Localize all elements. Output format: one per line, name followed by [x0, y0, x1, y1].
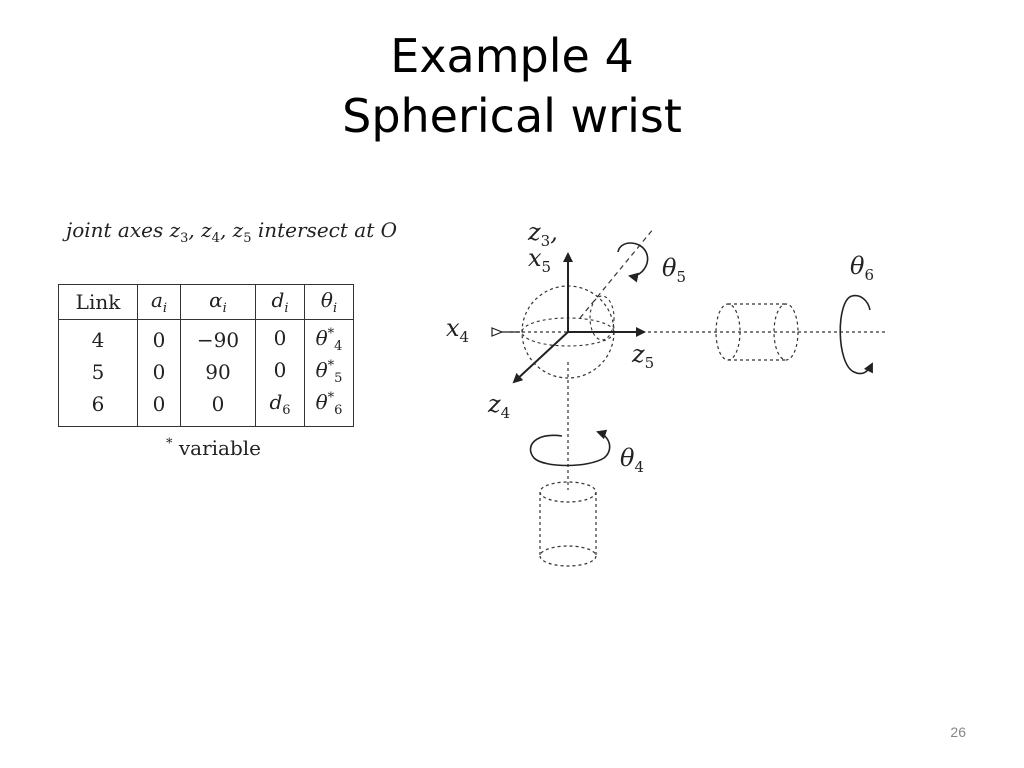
- row-6-alpha: 0: [180, 388, 256, 427]
- caption-suffix: intersect at: [251, 218, 381, 242]
- row-5-theta-sub: 5: [334, 371, 343, 386]
- table-row: 6 0 0 d6 θ*6: [58, 388, 354, 427]
- row-5-alpha: 90: [180, 356, 256, 388]
- caption-z3-base: z: [169, 218, 181, 242]
- table-row: 4 0 −90 0 θ*4: [58, 319, 354, 356]
- footnote-text: variable: [172, 436, 261, 460]
- caption-z3: z3: [169, 218, 189, 246]
- label-z5: z5: [631, 340, 654, 372]
- caption-z5-base: z: [232, 218, 244, 242]
- theta5-axis: [579, 227, 655, 319]
- header-theta-sub: i: [332, 301, 338, 316]
- header-alpha: αi: [180, 284, 256, 320]
- title-line-2: Spherical wrist: [342, 89, 682, 143]
- row-4-theta-sub: 4: [334, 339, 343, 354]
- row-5-d-base: 0: [273, 358, 287, 382]
- label-theta5: θ5: [662, 254, 686, 286]
- header-d: di: [255, 284, 305, 320]
- row-6-d-base: d: [269, 390, 283, 414]
- sphere-meridian: [589, 295, 615, 341]
- caption-prefix: joint axes: [66, 218, 170, 242]
- theta6-rotation-top: [851, 294, 871, 311]
- row-6-theta-sub: 6: [334, 403, 343, 418]
- label-theta4: θ4: [620, 444, 644, 476]
- slide-title: Example 4 Spherical wrist: [0, 26, 1024, 146]
- header-theta-base: θ: [320, 288, 333, 312]
- label-x5: x5: [528, 244, 551, 276]
- row-5-d: 0: [255, 356, 305, 388]
- header-theta: θi: [304, 284, 354, 320]
- row-5-link: 5: [58, 356, 138, 388]
- row-4-theta: θ*4: [304, 319, 354, 356]
- row-6-theta-sup: *: [327, 390, 335, 406]
- row-5-theta-base: θ: [315, 358, 328, 382]
- caption-z3-sub: 3: [180, 231, 189, 246]
- page-number: 26: [950, 724, 966, 740]
- row-4-link: 4: [58, 319, 138, 356]
- header-link: Link: [58, 284, 138, 320]
- row-4-theta-sup: *: [327, 326, 335, 342]
- table-row: 5 0 90 0 θ*5: [58, 356, 354, 388]
- footnote-mark: *: [166, 436, 173, 452]
- label-z3: z3,: [527, 218, 558, 250]
- row-5-theta: θ*5: [304, 356, 354, 388]
- title-line-1: Example 4: [390, 29, 634, 83]
- row-5-theta-sup: *: [327, 358, 335, 374]
- label-x4: x4: [446, 314, 469, 346]
- caption-sep-2: ,: [219, 218, 233, 242]
- link-6-cylinder: [715, 303, 799, 361]
- row-6-d-sub: 6: [282, 403, 291, 418]
- row-4-d-base: 0: [273, 326, 287, 350]
- row-6-d: d6: [255, 388, 305, 427]
- header-d-base: d: [271, 288, 285, 312]
- header-a-base: a: [150, 288, 163, 312]
- header-a-sub: i: [162, 301, 168, 316]
- row-6-theta-base: θ: [315, 390, 328, 414]
- spherical-wrist-diagram: z3, x5 θ5 θ6 x4 z5 z4 θ4: [446, 218, 888, 567]
- row-6-theta: θ*6: [304, 388, 354, 427]
- table-footnote: * variable: [166, 436, 261, 460]
- header-a: ai: [137, 284, 181, 320]
- joint-axes-caption: joint axes z3, z4, z5 intersect at O: [66, 218, 397, 246]
- caption-point: O: [380, 218, 397, 242]
- dh-parameter-table: Link ai αi di θi 4 0 −90 0 θ*4 5 0 90 0 …: [58, 284, 354, 427]
- table-header-row: Link ai αi di θi: [58, 284, 354, 320]
- label-theta6: θ6: [850, 252, 874, 284]
- z4-axis-arrow: [512, 331, 569, 384]
- theta4-rotation-arrow: [529, 429, 611, 467]
- row-4-a: 0: [137, 319, 181, 356]
- theta6-rotation-arrow: [839, 295, 873, 375]
- caption-z5-sub: 5: [243, 231, 252, 246]
- caption-z4-base: z: [201, 218, 212, 242]
- caption-z4-sub: 4: [211, 231, 220, 246]
- row-5-a: 0: [137, 356, 181, 388]
- caption-z5: z5: [232, 218, 252, 246]
- header-d-sub: i: [284, 301, 289, 316]
- caption-z4: z4: [201, 218, 220, 246]
- row-4-d: 0: [255, 319, 305, 356]
- header-alpha-sub: i: [222, 301, 227, 316]
- theta5-rotation-arrow: [617, 242, 649, 283]
- row-6-a: 0: [137, 388, 181, 427]
- row-6-link: 6: [58, 388, 138, 427]
- header-link-label: Link: [75, 290, 121, 314]
- label-z4: z4: [487, 390, 510, 422]
- header-alpha-base: α: [209, 288, 223, 312]
- row-4-theta-base: θ: [315, 326, 328, 350]
- row-4-alpha: −90: [180, 319, 256, 356]
- caption-sep-1: ,: [188, 218, 202, 242]
- link-4-cylinder: [539, 481, 597, 567]
